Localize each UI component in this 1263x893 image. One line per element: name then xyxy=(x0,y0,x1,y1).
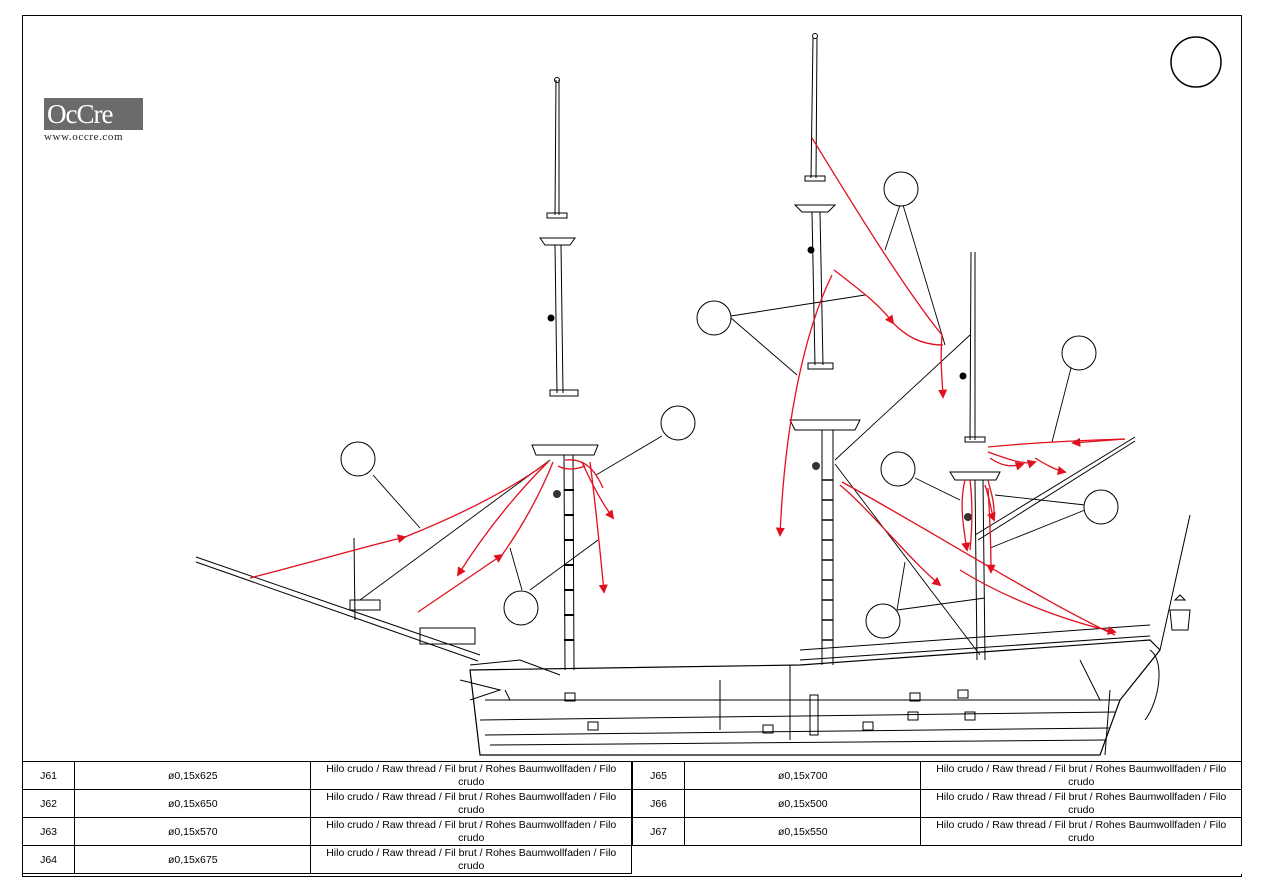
mainmast-block xyxy=(812,462,820,470)
table-row-empty xyxy=(633,846,1242,874)
mizzenmast-block xyxy=(959,372,967,380)
part-dimension: ø0,15x570 xyxy=(74,817,312,846)
callout-leaders xyxy=(372,204,1086,611)
stay-lines xyxy=(359,334,981,656)
part-material: Hilo crudo / Raw thread / Fil brut / Roh… xyxy=(920,817,1242,846)
table-row: J66 ø0,15x500 Hilo crudo / Raw thread / … xyxy=(631,789,1242,818)
part-material: Hilo crudo / Raw thread / Fil brut / Roh… xyxy=(920,789,1242,818)
mainmast-block xyxy=(807,246,815,254)
mizzenmast xyxy=(949,251,1136,661)
mainmast xyxy=(789,33,861,665)
part-dimension: ø0,15x500 xyxy=(684,789,922,818)
mainmast-ratline-ladder xyxy=(822,479,833,641)
logo-wordmark: OcCre xyxy=(44,98,143,130)
part-material: Hilo crudo / Raw thread / Fil brut / Roh… xyxy=(310,817,632,846)
table-row: J64 ø0,15x675 Hilo crudo / Raw thread / … xyxy=(21,845,632,874)
table-row: J65 ø0,15x700 Hilo crudo / Raw thread / … xyxy=(631,761,1242,790)
part-code: J65 xyxy=(631,761,686,790)
part-code: J62 xyxy=(21,789,76,818)
part-dimension: ø0,15x675 xyxy=(74,845,312,874)
part-dimension: ø0,15x550 xyxy=(684,817,922,846)
part-code: J63 xyxy=(21,817,76,846)
red-rigging-lines xyxy=(249,137,1126,636)
part-code: J66 xyxy=(631,789,686,818)
page-number-circle xyxy=(1170,36,1222,88)
bowsprit xyxy=(195,537,481,662)
part-material: Hilo crudo / Raw thread / Fil brut / Roh… xyxy=(310,761,632,790)
part-material: Hilo crudo / Raw thread / Fil brut / Roh… xyxy=(310,789,632,818)
logo-website: www.occre.com xyxy=(44,131,124,143)
part-code: J67 xyxy=(631,817,686,846)
part-dimension: ø0,15x700 xyxy=(684,761,922,790)
table-row: J63 ø0,15x570 Hilo crudo / Raw thread / … xyxy=(21,817,632,846)
part-dimension: ø0,15x650 xyxy=(74,789,312,818)
part-dimension: ø0,15x625 xyxy=(74,761,312,790)
callout-circles xyxy=(340,171,1119,639)
table-row: J67 ø0,15x550 Hilo crudo / Raw thread / … xyxy=(631,817,1242,846)
part-code: J64 xyxy=(21,845,76,874)
parts-table-left: J61 ø0,15x625 Hilo crudo / Raw thread / … xyxy=(21,761,632,874)
table-row: J61 ø0,15x625 Hilo crudo / Raw thread / … xyxy=(21,761,632,790)
part-code: J61 xyxy=(21,761,76,790)
foremast-block xyxy=(553,490,561,498)
foremast-block xyxy=(547,314,555,322)
foremast-ratline-ladder xyxy=(564,489,574,641)
stern-lantern xyxy=(1144,514,1191,721)
part-material: Hilo crudo / Raw thread / Fil brut / Roh… xyxy=(920,761,1242,790)
parts-table-right: J65 ø0,15x700 Hilo crudo / Raw thread / … xyxy=(631,761,1242,874)
table-row: J62 ø0,15x650 Hilo crudo / Raw thread / … xyxy=(21,789,632,818)
drawing-frame xyxy=(22,15,1242,877)
mizzenmast-block xyxy=(964,513,972,521)
occre-logo: OcCre www.occre.com xyxy=(44,98,144,143)
part-material: Hilo crudo / Raw thread / Fil brut / Roh… xyxy=(310,845,632,874)
gun-ports xyxy=(564,689,976,736)
empty-cell xyxy=(633,846,1242,874)
ship-hull xyxy=(459,624,1161,756)
